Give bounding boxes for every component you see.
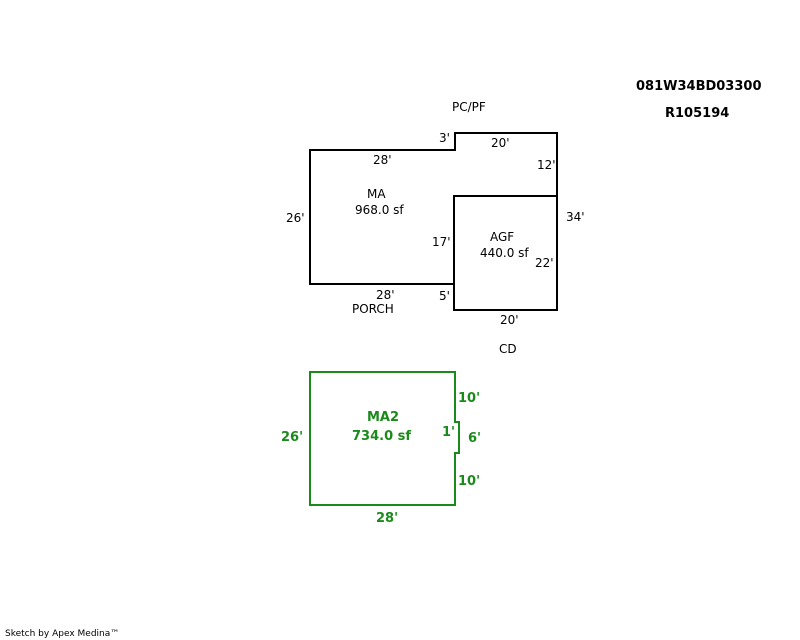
dim-ma-left: 26': [286, 211, 305, 225]
agf-area: 440.0 sf: [480, 246, 529, 260]
dim-ma2-right-lower: 10': [458, 474, 480, 489]
ma2-area: 734.0 sf: [352, 429, 411, 444]
dim-ma-bottom: 28': [376, 288, 395, 302]
dim-ma2-right-upper: 10': [458, 391, 480, 406]
dim-ma2-left: 26': [281, 430, 303, 445]
ma2-name: MA2: [367, 410, 399, 425]
dim-agf-bottom: 20': [500, 313, 519, 327]
footer-credit: Sketch by Apex Medina™: [5, 629, 119, 639]
dim-ma2-notch-depth: 1': [442, 425, 455, 440]
label-cd: CD: [499, 342, 517, 356]
agf-name: AGF: [490, 230, 514, 244]
ma2-outline: [309, 371, 460, 506]
ma-area: 968.0 sf: [355, 203, 404, 217]
dim-ma-top: 28': [373, 153, 392, 167]
dim-pcpf-right-upper: 12': [537, 158, 556, 172]
parcel-id: 081W34BD03300: [636, 79, 762, 94]
ma-outline: [309, 132, 558, 311]
dim-pcpf-right-total: 34': [566, 210, 585, 224]
agf-outline: [453, 195, 557, 284]
dim-ma-porch-side: 5': [439, 289, 450, 303]
dim-agf-right: 22': [535, 256, 554, 270]
account-number: R105194: [665, 106, 729, 121]
ma-name: MA: [367, 187, 386, 201]
dim-pcpf-top: 20': [491, 136, 510, 150]
dim-ma-step: 3': [439, 131, 450, 145]
dim-ma2-notch: 6': [468, 431, 481, 446]
label-pcpf: PC/PF: [452, 100, 486, 114]
dim-ma-inner: 17': [432, 235, 451, 249]
dim-ma2-bottom: 28': [376, 511, 398, 526]
label-porch: PORCH: [352, 302, 394, 316]
